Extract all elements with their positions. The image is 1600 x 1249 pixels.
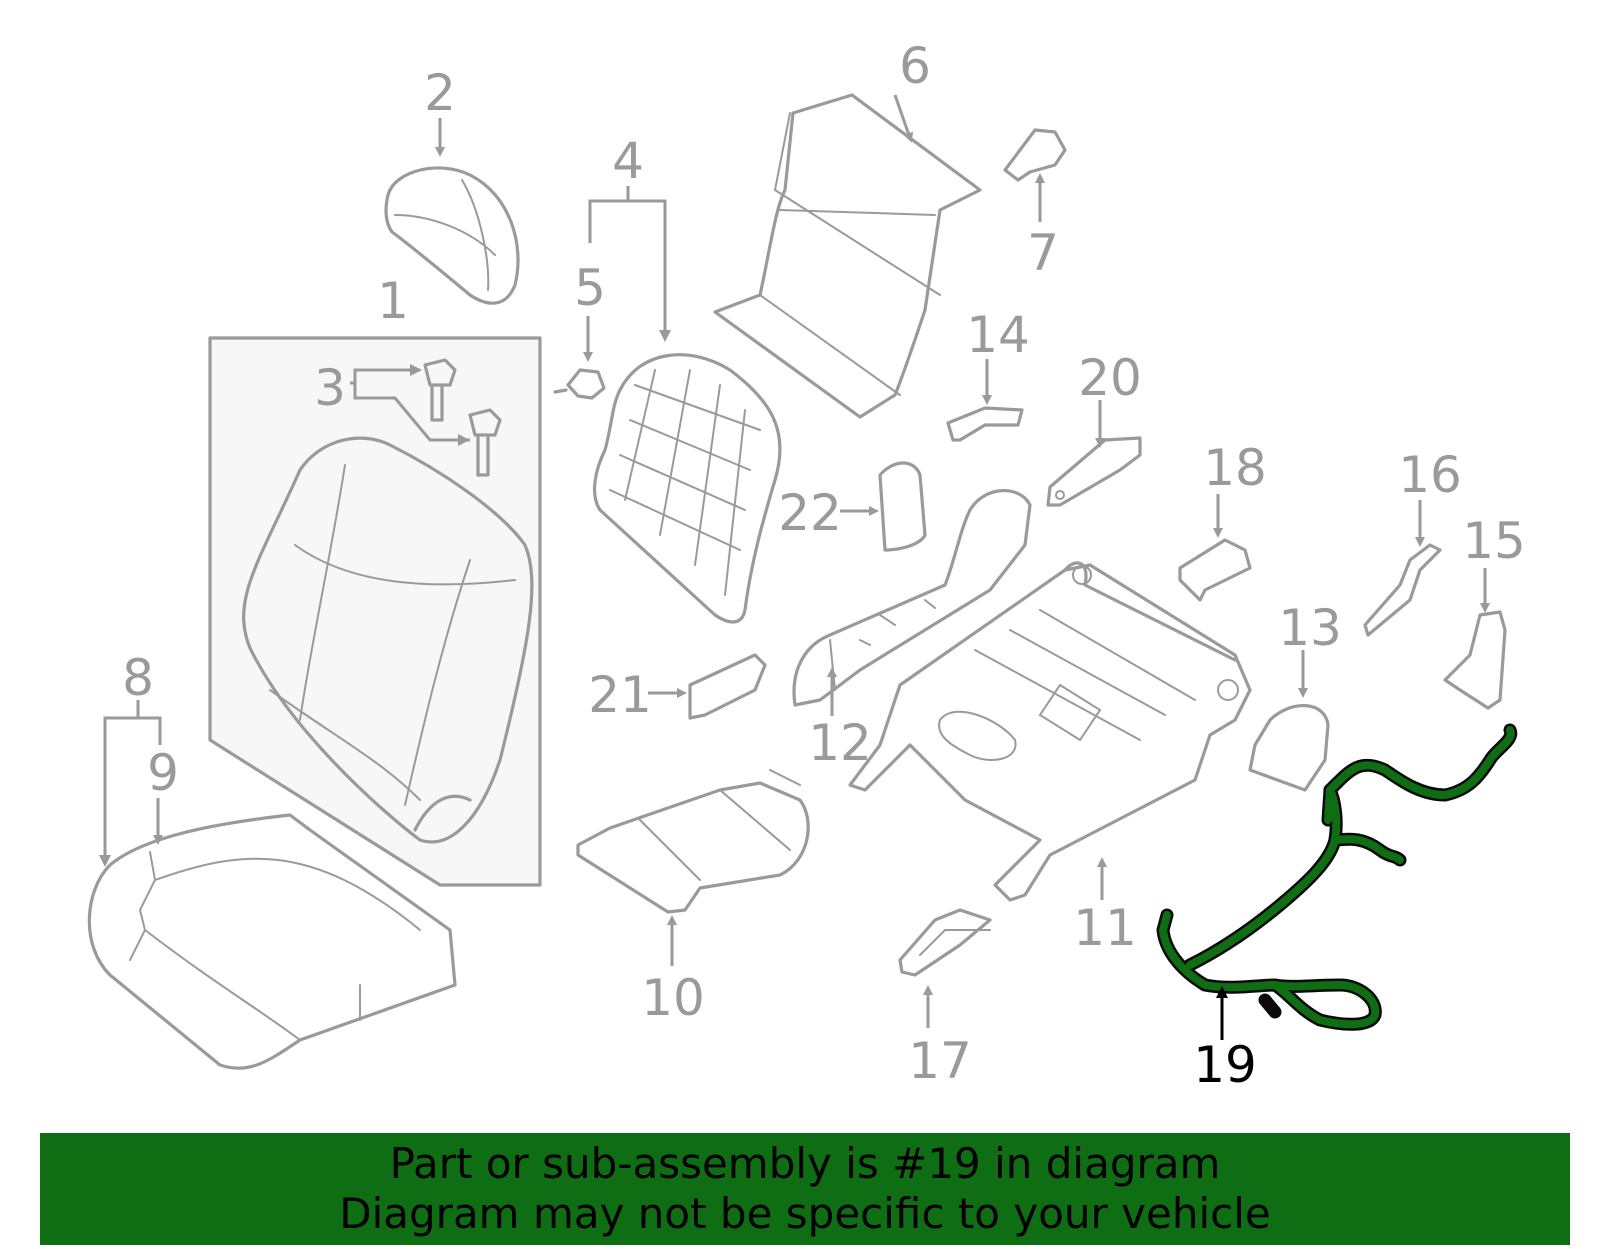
part-3-clips bbox=[350, 358, 502, 477]
part-19-wiring-harness bbox=[1156, 723, 1518, 1040]
callout-7: 7 bbox=[1027, 224, 1059, 282]
part-22-pad bbox=[840, 461, 927, 552]
part-20-bracket bbox=[1046, 400, 1142, 507]
callout-6: 6 bbox=[899, 37, 931, 95]
callout-15: 15 bbox=[1462, 512, 1526, 570]
callout-14: 14 bbox=[966, 306, 1030, 364]
part-7-bracket bbox=[1003, 128, 1067, 222]
part-13-cover bbox=[1248, 650, 1330, 792]
part-21-trim bbox=[648, 653, 767, 720]
part-6-back-pad bbox=[713, 93, 982, 419]
callout-3: 3 bbox=[314, 359, 346, 417]
callout-13: 13 bbox=[1278, 599, 1342, 657]
part-5-clip bbox=[553, 316, 606, 400]
part-15-cover bbox=[1443, 568, 1507, 710]
callout-17: 17 bbox=[908, 1032, 972, 1090]
callout-16: 16 bbox=[1398, 446, 1462, 504]
part-12-side-trim bbox=[792, 489, 1032, 716]
callout-21: 21 bbox=[588, 666, 652, 724]
callout-4: 4 bbox=[612, 132, 644, 190]
callout-22: 22 bbox=[778, 484, 842, 542]
part-16-cover bbox=[1363, 500, 1442, 637]
part-1-seatback-assembly bbox=[208, 336, 542, 887]
callout-19: 19 bbox=[1193, 1036, 1257, 1094]
part-14-cover bbox=[946, 359, 1024, 442]
banner-line-2: Diagram may not be specific to your vehi… bbox=[339, 1189, 1271, 1238]
callout-10: 10 bbox=[641, 969, 705, 1027]
callout-12: 12 bbox=[808, 714, 872, 772]
part-8-seat-cushion bbox=[87, 700, 457, 1070]
callout-5: 5 bbox=[574, 259, 606, 317]
callout-1: 1 bbox=[377, 272, 409, 330]
callout-8: 8 bbox=[122, 649, 154, 707]
part-18-bracket bbox=[1178, 494, 1252, 602]
info-banner: Part or sub-assembly is #19 in diagram D… bbox=[40, 1133, 1570, 1245]
callout-2: 2 bbox=[424, 64, 456, 122]
callout-11: 11 bbox=[1073, 899, 1137, 957]
callout-9: 9 bbox=[147, 744, 179, 802]
part-11-seat-frame bbox=[848, 561, 1252, 902]
banner-line-1: Part or sub-assembly is #19 in diagram bbox=[389, 1139, 1221, 1188]
callout-20: 20 bbox=[1078, 349, 1142, 407]
part-17-cover bbox=[898, 908, 992, 1028]
part-4-back-panel bbox=[588, 186, 782, 624]
callout-18: 18 bbox=[1203, 439, 1267, 497]
part-10-tray bbox=[576, 769, 810, 966]
part-2-headrest bbox=[384, 118, 520, 305]
